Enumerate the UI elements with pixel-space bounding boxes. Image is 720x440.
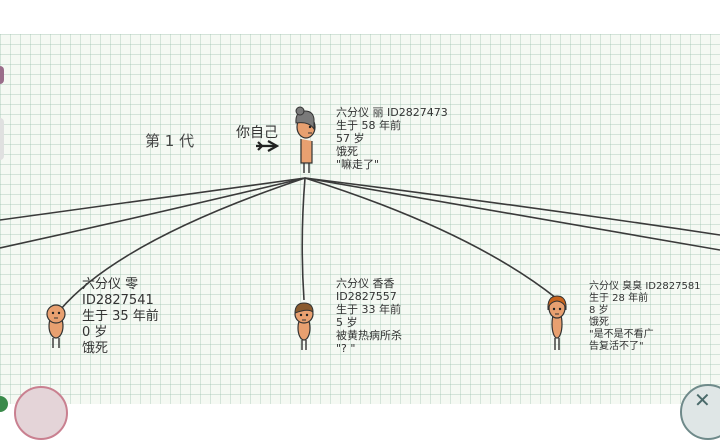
child-1-born: 生于 35 年前 [82,309,159,324]
lineage-lines [0,106,720,350]
family-tree-canvas[interactable] [0,34,720,404]
character-child-1 [46,304,66,348]
child-3-last-words-1: "是不是不看广 [589,329,654,340]
lineage-line-offscreen-3 [304,177,720,236]
character-parent [295,106,316,173]
lineage-line-child-3 [304,177,557,299]
child-1-id: ID2827541 [82,293,154,308]
child-3-last-words-2: 告复活不了" [589,341,644,352]
child-1-age: 0 岁 [82,325,108,340]
lineage-line-child-2 [301,177,306,301]
character-child-2 [294,302,314,350]
parent-name-id: 六分仪 丽 ID2827473 [336,106,448,119]
child-2-born: 生于 33 年前 [336,303,401,316]
child-info-2[interactable]: 六分仪 香香 ID2827557 生于 33 年前 5 岁 被黄热病所杀 "? … [336,277,402,355]
lineage-line-offscreen-1 [0,177,306,221]
side-menu-tab[interactable] [0,66,4,84]
character-child-3 [547,295,567,350]
child-1-name: 六分仪 零 [82,277,139,292]
generation-label: 第 1 代 [145,132,195,150]
child-2-age: 5 岁 [336,316,358,329]
child-3-death: 饿死 [589,317,609,328]
parent-death: 饿死 [336,145,358,158]
lineage-line-child-1 [59,177,306,311]
parent-last-words: "嘛走了" [336,158,380,171]
child-2-last-words: "? " [336,342,356,355]
close-icon: ✕ [694,388,711,412]
child-2-death: 被黄热病所杀 [336,329,402,342]
parent-born: 生于 58 年前 [336,119,401,132]
back-button[interactable] [14,386,68,440]
child-3-age: 8 岁 [589,305,609,316]
parent-info[interactable]: 六分仪 丽 ID2827473 生于 58 年前 57 岁 饿死 "嘛走了" [336,106,448,171]
child-2-name: 六分仪 香香 [336,277,395,290]
child-3-born: 生于 28 年前 [589,293,649,304]
lineage-line-offscreen-4 [304,177,720,251]
self-marker-label: 你自己 [236,125,278,141]
child-info-3[interactable]: 六分仪 臭臭 ID2827581 生于 28 年前 8 岁 饿死 "是不是不看广… [589,281,701,353]
side-scroll-handle[interactable] [0,118,4,160]
top-bar [0,0,720,34]
parent-age: 57 岁 [336,132,365,145]
lineage-line-offscreen-2 [0,177,306,249]
arrow-right-icon [256,140,280,152]
child-3-name-id: 六分仪 臭臭 ID2827581 [589,281,701,292]
child-info-1[interactable]: 六分仪 零 ID2827541 生于 35 年前 0 岁 饿死 [82,277,159,357]
child-1-death: 饿死 [82,341,109,356]
child-2-id: ID2827557 [336,290,397,303]
